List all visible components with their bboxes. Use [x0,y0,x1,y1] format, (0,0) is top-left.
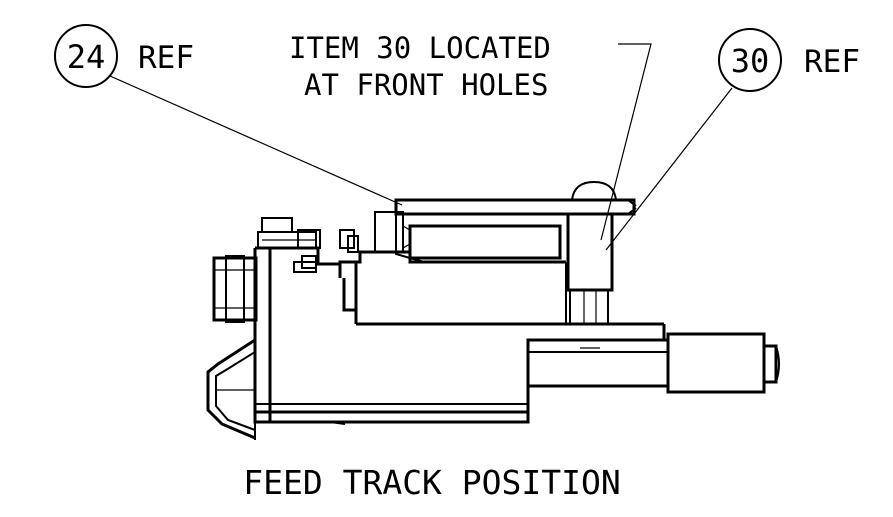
feed-track-rails [526,324,670,388]
note-leader [600,43,652,241]
note-line-1: ITEM 30 LOCATED [289,31,551,65]
callout-30-number: 30 [731,42,770,80]
callout-24-leader [109,75,403,206]
note-item-30: ITEM 30 LOCATED AT FRONT HOLES [289,31,652,241]
item-30-post [566,212,614,325]
callout-24: 24 REF [54,24,403,206]
callout-24-suffix: REF [138,40,194,76]
feed-track-assembly [206,180,780,440]
callout-30-balloon [718,28,782,92]
left-knob [212,255,258,323]
right-end-cap [666,332,780,394]
main-housing [253,246,664,424]
callout-30-suffix: REF [804,44,860,80]
callout-24-number: 24 [67,38,106,76]
callout-24-balloon [54,24,118,88]
clamp-block [374,211,562,263]
view-title: FEED TRACK POSITION [243,463,621,502]
top-plate [394,180,637,216]
callout-30-leader [605,87,733,251]
note-line-2: AT FRONT HOLES [304,68,548,102]
callout-30: 30 REF [605,28,860,251]
lower-left-nose [206,338,346,440]
top-left-fasteners [257,217,359,273]
